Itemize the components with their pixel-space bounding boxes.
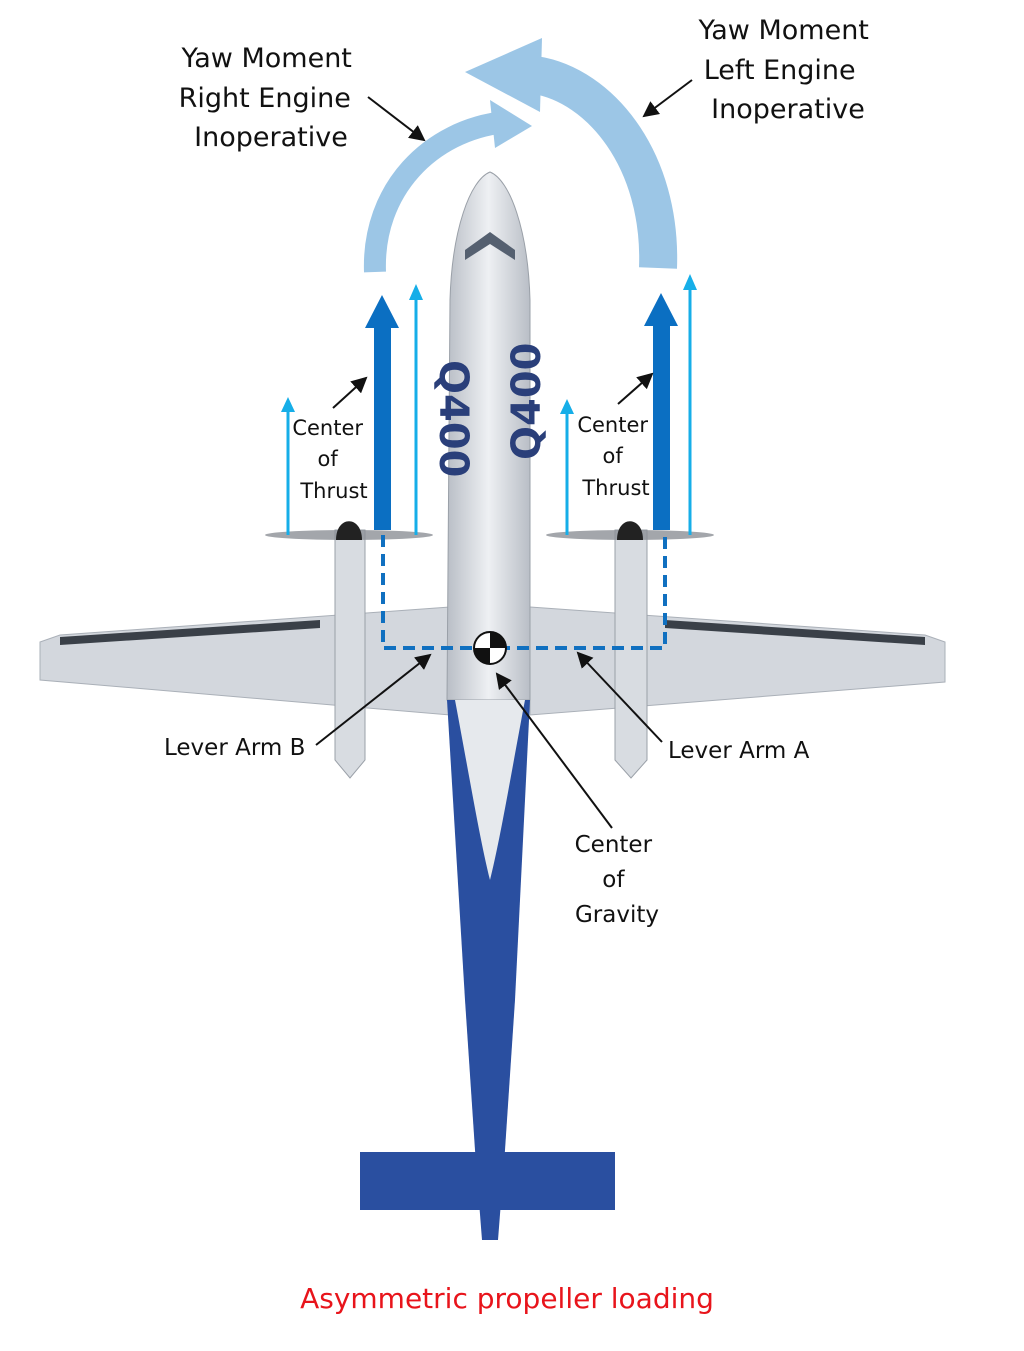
center-of-gravity-symbol — [473, 631, 507, 665]
engines — [265, 521, 714, 779]
caption: Asymmetric propeller loading — [300, 1282, 714, 1315]
center-of-gravity-label: Center of Gravity — [575, 832, 660, 928]
lever-arm-dashed-line — [381, 535, 667, 650]
yaw-right-label: Yaw Moment Right Engine Inoperative — [179, 43, 361, 153]
yaw-moment-arrows — [363, 38, 678, 273]
livery-text-right: Q400 — [504, 343, 550, 461]
lever-arm-b-label: Lever Arm B — [164, 735, 305, 761]
lever-arm-a-label: Lever Arm A — [668, 738, 810, 764]
pointer-lines — [315, 79, 693, 829]
horizontal-tail — [360, 1152, 615, 1210]
thrust-arrows — [281, 274, 697, 535]
livery-text-left: Q400 — [430, 360, 476, 478]
yaw-left-label: Yaw Moment Left Engine Inoperative — [697, 15, 877, 125]
thrust-left-label: Center of Thrust — [292, 416, 369, 503]
fuselage: Q400 Q400 — [360, 171, 615, 1240]
thrust-right-label: Center of Thrust — [577, 413, 654, 500]
